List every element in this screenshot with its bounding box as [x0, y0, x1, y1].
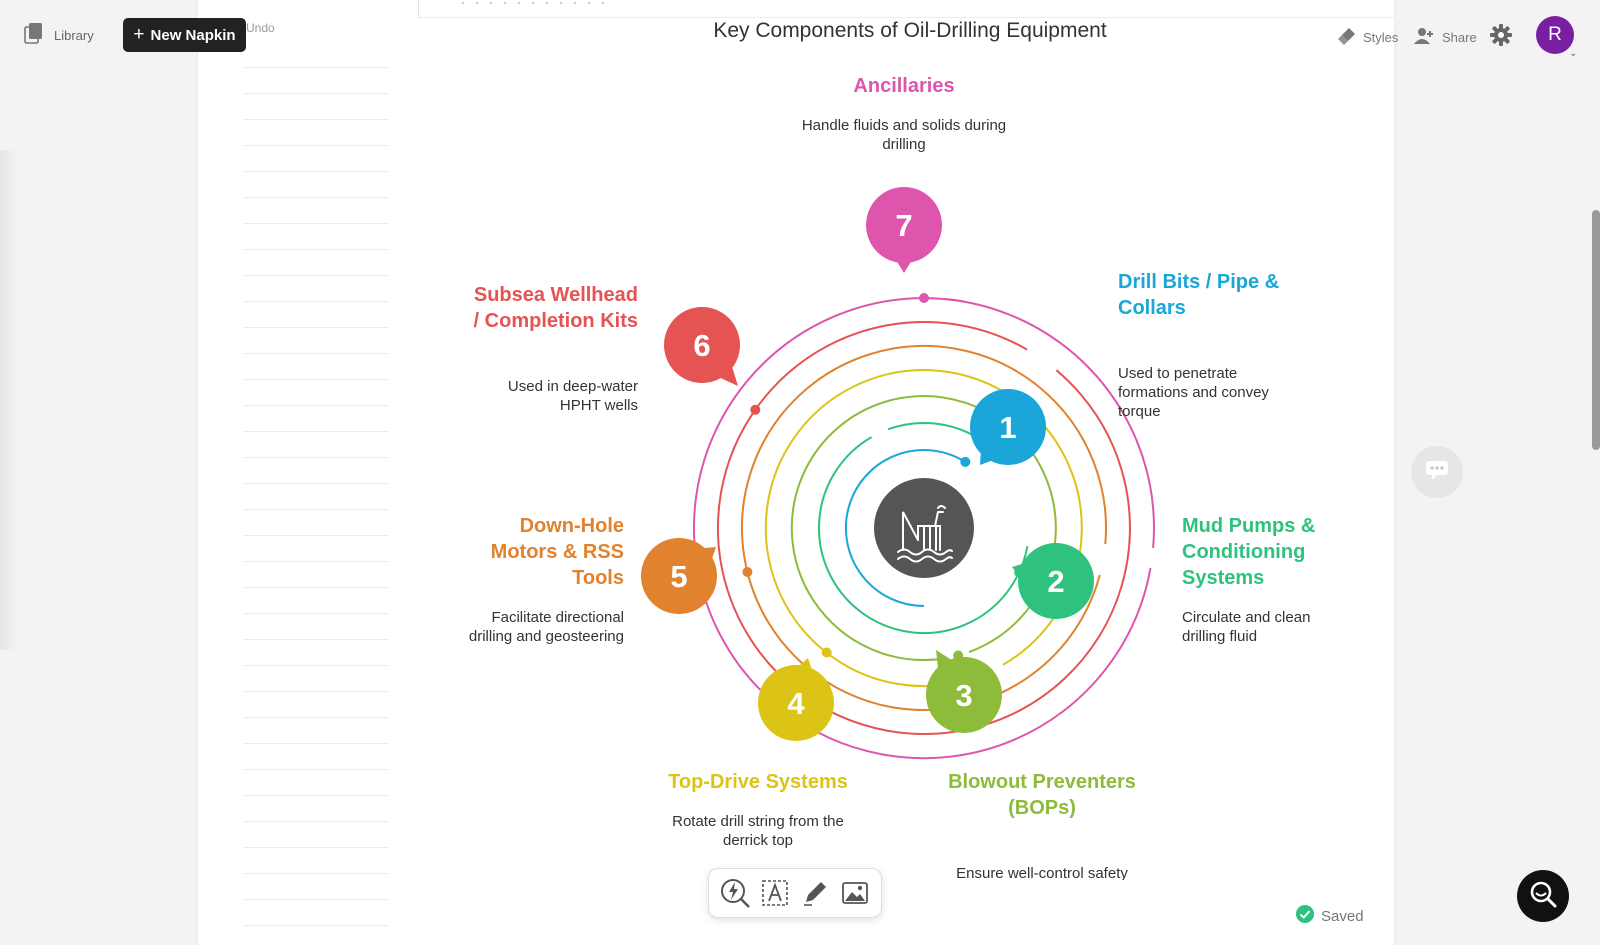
marker-7[interactable]: 7 — [866, 187, 942, 273]
help-search-button[interactable] — [1517, 870, 1569, 922]
marker-6-circle — [664, 307, 740, 383]
ring-1-arc-1 — [844, 449, 964, 607]
marker-1[interactable]: 1 — [970, 389, 1046, 465]
marker-3[interactable]: 3 — [926, 650, 1002, 733]
marker-1-circle — [970, 389, 1046, 465]
marker-5-circle — [641, 538, 717, 614]
save-status: Saved — [1296, 905, 1364, 927]
marker-5-number: 5 — [670, 559, 687, 594]
marker-4-circle — [758, 665, 834, 741]
paintbrush-icon — [1337, 26, 1357, 49]
undo-button[interactable]: Undo — [246, 21, 275, 35]
label-3-title[interactable]: Blowout Preventers(BOPs) — [948, 771, 1136, 819]
ring-6-arc-2 — [1055, 369, 1083, 397]
pen-icon[interactable] — [798, 876, 832, 910]
bottom-toolbar — [708, 868, 882, 918]
ring-7-arc-2 — [943, 297, 965, 303]
ring-6-dot — [750, 404, 761, 415]
marker-4-number: 4 — [787, 686, 805, 721]
ring-2-arc-1 — [817, 436, 1029, 634]
marker-2-circle — [1018, 543, 1094, 619]
ring-5-dot — [742, 567, 753, 577]
chevron-down-icon[interactable]: ⌄ — [1569, 48, 1578, 59]
header-divider — [418, 17, 1394, 18]
marker-1-number: 1 — [999, 410, 1016, 445]
comment-button[interactable] — [1411, 446, 1463, 498]
marker-7-number: 7 — [895, 208, 912, 243]
gear-icon[interactable] — [1489, 23, 1513, 52]
library-icon — [24, 22, 44, 49]
styles-label: Styles — [1363, 30, 1399, 45]
rings — [692, 297, 1155, 760]
marker-7-circle — [866, 187, 942, 263]
ring-4-arc-1 — [764, 369, 1083, 688]
quick-generate-icon[interactable] — [718, 876, 752, 910]
ring-2-arc-2 — [887, 422, 978, 438]
library-button[interactable]: Library — [24, 22, 94, 49]
plus-icon: + — [133, 23, 145, 45]
new-napkin-label: New Napkin — [150, 26, 236, 44]
label-3-description[interactable]: Ensure well-control safety — [956, 865, 1128, 882]
avatar[interactable]: R — [1536, 16, 1574, 54]
marker-3-circle — [926, 657, 1002, 733]
marker-5[interactable]: 5 — [641, 538, 717, 614]
ring-dots — [742, 293, 1025, 661]
divider — [418, 0, 419, 18]
lined-notes-sheet — [244, 42, 388, 927]
check-circle-icon — [1296, 905, 1314, 927]
marker-3-number: 3 — [955, 678, 972, 713]
dotted-separator — [456, 0, 606, 6]
napkin-canvas[interactable] — [198, 0, 1394, 945]
ring-5-arc-2 — [1080, 574, 1101, 620]
chat-icon — [1424, 458, 1450, 487]
left-panel-shadow — [0, 150, 16, 650]
marker-2-number: 2 — [1047, 564, 1064, 599]
library-label: Library — [54, 28, 94, 43]
share-button[interactable]: Share — [1414, 26, 1477, 49]
scrollbar-thumb[interactable] — [1592, 210, 1600, 450]
oil-rig-icon — [897, 505, 953, 563]
marker-4[interactable]: 4 — [758, 658, 834, 741]
ring-7-arc-1 — [692, 297, 1155, 760]
new-napkin-button[interactable]: + New Napkin — [123, 18, 246, 52]
markers: 1 2 3 4 5 6 7 — [641, 187, 1094, 741]
styles-button[interactable]: Styles — [1337, 26, 1398, 49]
label-6-title[interactable]: Subsea Wellhead/ Completion Kits — [474, 284, 638, 332]
search-icon — [1528, 879, 1558, 914]
image-icon[interactable] — [838, 876, 872, 910]
page-title[interactable]: Key Components of Oil-Drilling Equipment — [713, 19, 1107, 42]
marker-2[interactable]: 2 — [1012, 543, 1094, 619]
add-user-icon — [1414, 26, 1436, 49]
label-4-title[interactable]: Top-Drive Systems — [668, 771, 848, 793]
ring-1-dot — [960, 456, 971, 467]
marker-6[interactable]: 6 — [664, 307, 740, 386]
ring-7-dot — [919, 293, 929, 303]
text-icon[interactable] — [758, 876, 792, 910]
marker-6-number: 6 — [693, 328, 710, 363]
label-1-title[interactable]: Drill Bits / Pipe &Collars — [1118, 271, 1279, 319]
label-7-title[interactable]: Ancillaries — [853, 75, 954, 97]
ring-4-dot — [821, 647, 832, 658]
saved-label: Saved — [1321, 907, 1364, 925]
share-label: Share — [1442, 30, 1477, 45]
